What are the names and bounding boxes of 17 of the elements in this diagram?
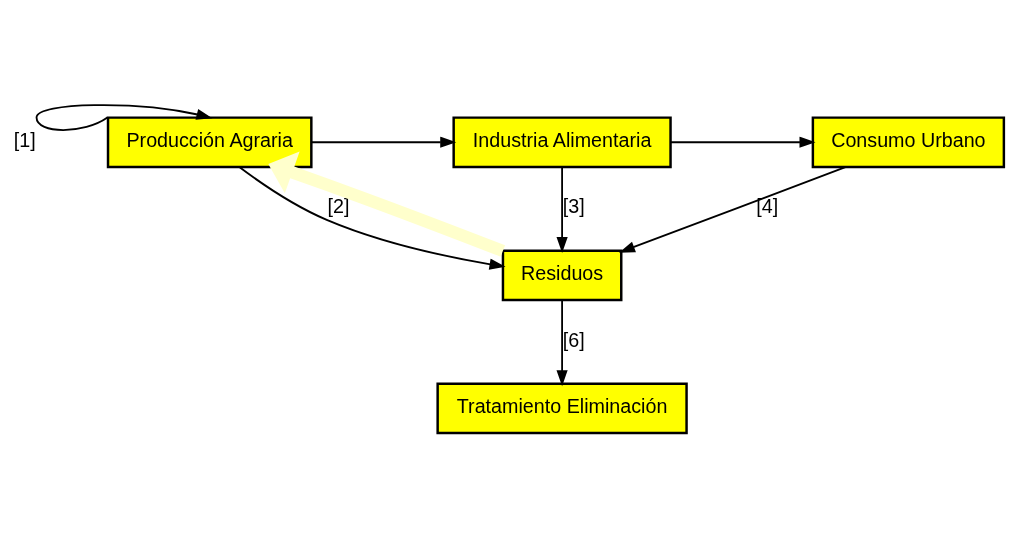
edge-label: [3]: [562, 195, 585, 218]
node-box: Industria Alimentaria: [452, 116, 672, 169]
node-box: Producción Agraria: [106, 116, 313, 169]
edge-label: [2]: [327, 195, 350, 218]
node-box: Tratamiento Eliminación: [436, 382, 688, 435]
arrow: [556, 166, 568, 254]
arrow: [238, 166, 506, 270]
arrow: [669, 136, 816, 148]
edge-label: [1]: [13, 128, 36, 151]
arrow: [556, 299, 568, 387]
node-box: Residuos: [501, 249, 623, 302]
arrow: [268, 151, 506, 257]
arrow: [619, 166, 847, 253]
node-box: Consumo Urbano: [811, 116, 1006, 169]
edge-label: [4]: [756, 195, 779, 218]
arrow: [310, 136, 457, 148]
edge-label: [6]: [562, 328, 585, 351]
